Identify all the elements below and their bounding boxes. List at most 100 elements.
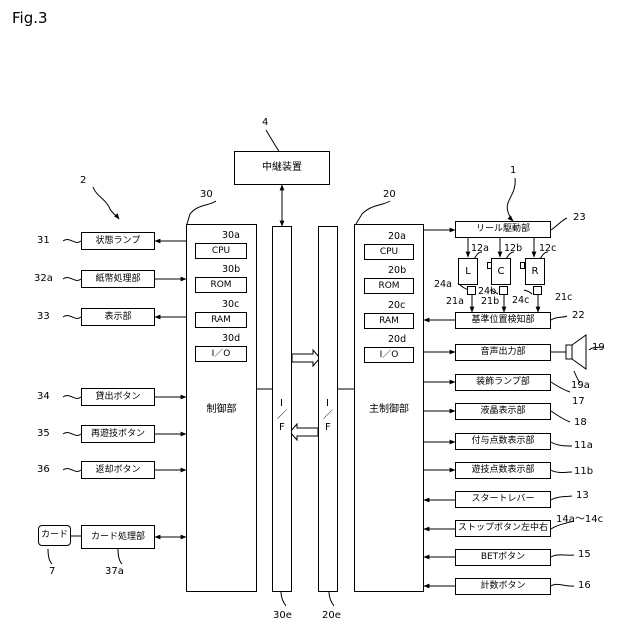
ref-12a: 12a	[471, 244, 489, 254]
card-processor-label: カード処理部	[91, 533, 145, 542]
ref-24a: 24a	[434, 280, 452, 290]
return-button-box: 返却ボタン	[81, 461, 155, 479]
controller-rom-label: ROM	[210, 281, 231, 290]
reference-position-detector-label: 基準位置検知部	[471, 316, 534, 325]
awarded-points-display-label: 付与点数表示部	[471, 437, 534, 446]
replay-button-box: 再遊技ボタン	[81, 425, 155, 443]
count-button-label: 計数ボタン	[480, 582, 525, 591]
bill-processor-box: 紙幣処理部	[81, 270, 155, 288]
main-controller-ref: 20	[383, 190, 396, 200]
ref-7: 7	[49, 567, 55, 577]
ref-14a-14c: 14a～14c	[556, 515, 603, 525]
lcd-display-box: 液晶表示部	[455, 403, 551, 420]
ref-30e: 30e	[273, 611, 292, 621]
ref-30a: 30a	[222, 231, 240, 241]
controller-ref: 30	[200, 190, 213, 200]
ref-36: 36	[37, 465, 50, 475]
ref-24c: 24c	[512, 296, 529, 306]
reel-drive-label: リール駆動部	[476, 225, 530, 234]
controller-ram-label: RAM	[211, 316, 231, 325]
interface-right-char-1: I	[326, 399, 329, 409]
reel-right-switch	[520, 262, 525, 269]
status-lamp-label: 状態ランプ	[96, 237, 141, 246]
ref-13: 13	[576, 491, 589, 501]
reel-left-motor	[467, 286, 476, 295]
ref-31: 31	[37, 236, 50, 246]
system-ref: 1	[510, 166, 516, 176]
ref-20a: 20a	[388, 232, 406, 242]
reel-right-letter: R	[532, 267, 539, 277]
group-ref: 2	[80, 176, 86, 186]
main-controller-label: 主制御部	[369, 405, 409, 415]
ref-15: 15	[578, 550, 591, 560]
ref-16: 16	[578, 581, 591, 591]
ref-20d: 20d	[388, 335, 406, 345]
interface-right-char-3: F	[325, 423, 331, 433]
awarded-points-display-box: 付与点数表示部	[455, 433, 551, 450]
ref-30d: 30d	[222, 334, 240, 344]
relay-device-box: 中継装置	[234, 151, 330, 185]
ref-20b: 20b	[388, 266, 406, 276]
main-io-label: I／O	[380, 351, 399, 360]
interface-left-box	[272, 226, 292, 592]
ref-11a: 11a	[574, 441, 593, 451]
lcd-display-label: 液晶表示部	[480, 407, 525, 416]
card-box: カード	[38, 525, 71, 546]
relay-ref: 4	[262, 118, 268, 128]
decoration-lamp-box: 装飾ランプ部	[455, 374, 551, 391]
main-io-box: I／O	[364, 347, 414, 363]
stop-buttons-label: ストップボタン左中右	[458, 524, 548, 533]
ref-21b: 21b	[481, 297, 499, 307]
ref-30c: 30c	[222, 300, 239, 310]
ref-18: 18	[574, 418, 587, 428]
ref-23: 23	[573, 213, 586, 223]
lend-button-box: 貸出ボタン	[81, 388, 155, 406]
start-lever-label: スタートレバー	[471, 495, 534, 504]
interface-right-box	[318, 226, 338, 592]
card-label: カード	[41, 531, 68, 540]
reel-center-letter: C	[498, 267, 505, 277]
interface-right-char-2: ／	[323, 411, 333, 421]
return-button-label: 返却ボタン	[95, 466, 140, 475]
ref-11b: 11b	[574, 467, 593, 477]
reel-left-box: L	[458, 258, 478, 285]
game-points-display-box: 遊技点数表示部	[455, 462, 551, 479]
ref-35: 35	[37, 429, 50, 439]
main-rom-label: ROM	[378, 282, 399, 291]
main-rom-box: ROM	[364, 278, 414, 294]
controller-cpu-box: CPU	[195, 243, 247, 259]
relay-device-label: 中継装置	[262, 163, 302, 173]
reel-center-box: C	[491, 258, 511, 285]
main-ram-box: RAM	[364, 313, 414, 329]
card-processor-box: カード処理部	[81, 525, 155, 549]
reference-position-detector-box: 基準位置検知部	[455, 312, 551, 329]
main-cpu-box: CPU	[364, 244, 414, 260]
ref-17: 17	[572, 397, 585, 407]
bet-button-box: BETボタン	[455, 549, 551, 566]
ref-20c: 20c	[388, 301, 405, 311]
count-button-box: 計数ボタン	[455, 578, 551, 595]
reel-right-box: R	[525, 258, 545, 285]
start-lever-box: スタートレバー	[455, 491, 551, 508]
reel-left-letter: L	[465, 267, 471, 277]
controller-io-box: I／O	[195, 346, 247, 362]
status-lamp-box: 状態ランプ	[81, 232, 155, 250]
ref-12b: 12b	[504, 244, 522, 254]
reel-center-motor	[499, 286, 508, 295]
controller-io-label: I／O	[212, 350, 231, 359]
interface-left-char-2: ／	[277, 411, 287, 421]
ref-12c: 12c	[539, 244, 556, 254]
reel-drive-box: リール駆動部	[455, 221, 551, 238]
main-cpu-label: CPU	[380, 248, 398, 257]
controller-ram-box: RAM	[195, 312, 247, 328]
game-points-display-label: 遊技点数表示部	[471, 466, 534, 475]
interface-left-char-1: I	[280, 399, 283, 409]
ref-32a: 32a	[34, 274, 53, 284]
decoration-lamp-label: 装飾ランプ部	[476, 378, 530, 387]
controller-cpu-label: CPU	[212, 247, 230, 256]
interface-left-char-3: F	[279, 423, 285, 433]
ref-19a: 19a	[571, 381, 590, 391]
reel-right-motor	[533, 286, 542, 295]
ref-20e: 20e	[322, 611, 341, 621]
audio-output-label: 音声出力部	[480, 348, 525, 357]
